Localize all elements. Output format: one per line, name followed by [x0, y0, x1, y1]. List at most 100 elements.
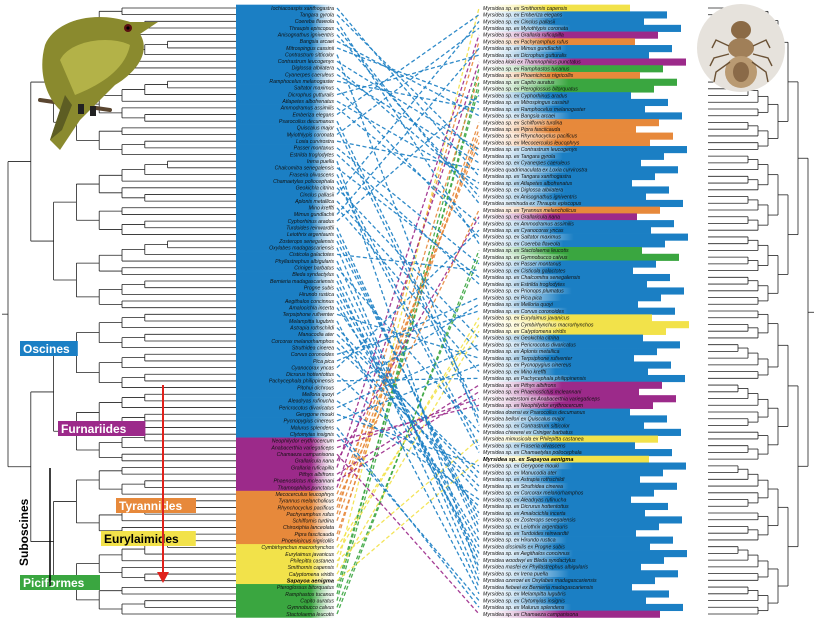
- bird-band: [236, 44, 336, 52]
- bird-band: [236, 370, 336, 378]
- bird-band: [236, 244, 336, 252]
- louse-band: [480, 442, 635, 450]
- host-parasite-link: [336, 135, 480, 508]
- host-parasite-link: [336, 438, 480, 562]
- bird-band: [236, 504, 336, 512]
- louse-band: [480, 570, 678, 578]
- bird-taxon-label: Clytomyias insignis: [290, 432, 335, 438]
- host-parasite-link: [336, 280, 480, 588]
- louse-band: [480, 469, 663, 477]
- louse-taxon-label: Myrsidea sp. ex Grallaricula nana: [483, 215, 560, 221]
- host-parasite-link: [336, 14, 480, 116]
- bird-taxon-label: Rhynchocyclus pacificus: [277, 505, 334, 511]
- louse-band: [480, 307, 675, 315]
- host-parasite-link: [336, 427, 480, 608]
- bird-taxon-label: Pericrocotus divaricatus: [279, 405, 334, 411]
- louse-taxon-label: Myrsidea sp. ex Pachycephala philippinen…: [483, 376, 586, 382]
- louse-band: [480, 489, 654, 497]
- bird-taxon-label: Grallaricula nana: [295, 459, 334, 465]
- louse-band: [480, 172, 655, 181]
- bird-band: [236, 350, 336, 359]
- bird-taxon-label: Mecocerculus leucophrys: [275, 492, 334, 498]
- host-parasite-link: [336, 127, 480, 420]
- louse-taxon-label: Myrsidea sp. ex Corcorax melanorhamphos: [483, 491, 584, 497]
- bird-band: [236, 510, 336, 518]
- louse-band: [480, 71, 640, 80]
- bird-taxon-label: Corcorax melanorhamphos: [271, 339, 334, 345]
- louse-taxon-label: Myrsidea sp. ex Atlapetes albofrenatus: [483, 181, 573, 187]
- louse-taxon-label: Myrsidea sp. ex Irena puella: [483, 571, 548, 577]
- host-parasite-link: [336, 160, 480, 574]
- host-parasite-link: [336, 364, 480, 422]
- bird-taxon-label: Cyphorhinus aradus: [288, 219, 335, 225]
- louse-taxon-label: Myrsidea sp. ex Dicrurus hottentottus: [483, 504, 569, 510]
- louse-band: [480, 462, 686, 470]
- louse-taxon-label: Myrsidea sp. ex Struthidea cinerea: [483, 484, 563, 490]
- bird-taxon-label: Thamnophilus punctatus: [277, 485, 334, 491]
- host-parasite-link: [336, 260, 480, 568]
- bird-taxon-label: Neophilydor erythrocercum: [272, 439, 335, 445]
- bird-taxon-label: Coereba flaveola: [295, 19, 334, 25]
- louse-band: [480, 38, 635, 46]
- louse-taxon-label: Myrsidea sp. ex Coereba flaveola: [483, 241, 560, 247]
- louse-band: [480, 18, 644, 26]
- bird-band: [236, 517, 336, 525]
- group-tag-label: Tyrannides: [119, 499, 182, 513]
- louse-band: [480, 65, 663, 73]
- host-parasite-link: [336, 229, 480, 369]
- louse-band: [480, 294, 661, 302]
- louse-taxon-label: Myrsidea sp. ex Terpsiphone rufiventer: [483, 356, 572, 362]
- bird-taxon-label: Phyllastrephus albigularis: [275, 259, 334, 265]
- louse-taxon-label: Myrsidea fiebeei ex Bernieria madagascar…: [483, 585, 594, 591]
- host-parasite-link: [336, 453, 480, 615]
- host-parasite-link: [336, 340, 480, 494]
- louse-band: [480, 199, 683, 208]
- host-parasite-link: [336, 14, 480, 157]
- bird-taxon-label: Smithornis capensis: [288, 565, 335, 571]
- host-parasite-link: [336, 154, 480, 285]
- louse-taxon-label: Myrsidea sp. ex Cymbirhynchus macrorhync…: [483, 322, 594, 328]
- louse-band: [480, 280, 647, 288]
- bird-taxon-label: Pachyramphus rufus: [286, 512, 334, 518]
- host-parasite-link: [336, 142, 480, 495]
- bird-taxon-label: Aegithalos concinnus: [284, 299, 334, 305]
- group-tag-label: Furnariides: [61, 422, 127, 436]
- bird-band: [236, 171, 336, 179]
- louse-band: [480, 287, 684, 295]
- louse-taxon-label: Myrsidea sp. ex Fraseria olivascens: [483, 443, 566, 449]
- louse-taxon-label: Myrsidea sp. ex Clytomyias insignis: [483, 598, 565, 604]
- host-parasite-link: [336, 27, 480, 204]
- louse-band: [480, 58, 686, 66]
- louse-taxon-label: Myrsidea sp. ex Grallaria ruficapilla: [483, 33, 564, 39]
- louse-band: [480, 260, 656, 268]
- bird-taxon-label: Mitrospingus cassinii: [286, 46, 335, 52]
- louse-taxon-label: Myrsidea sp. ex Calyptomena viridis: [483, 329, 566, 335]
- louse-taxon-label: Myrsidea bellori ex Quiscalus major: [483, 417, 565, 423]
- louse-taxon-label: Myrsidea chiwerei ex Criniger barbatus: [483, 430, 573, 436]
- bird-taxon-label: Chalcomitra senegalensis: [275, 166, 335, 172]
- bird-band: [236, 217, 336, 225]
- host-parasite-link: [336, 180, 480, 453]
- bird-band: [236, 231, 336, 239]
- bird-band: [236, 257, 336, 265]
- bird-band: [236, 490, 336, 498]
- louse-taxon-label: Myrsidea sp. ex Neophilydor erythrocercu…: [483, 403, 584, 409]
- bird-taxon-label: Bleda syndactylus: [292, 272, 334, 278]
- louse-band: [480, 206, 660, 214]
- bird-band: [236, 484, 336, 492]
- bird-band: [236, 544, 336, 552]
- host-parasite-link: [336, 40, 480, 117]
- group-tag-label: Oscines: [23, 342, 70, 356]
- bird-band: [236, 570, 336, 578]
- louse-taxon-label: Myrsidea sp. ex Melampitta lugubris: [483, 592, 566, 598]
- bird-band: [236, 17, 336, 26]
- bird-band: [236, 610, 336, 618]
- bird-band: [236, 584, 336, 592]
- host-parasite-link: [336, 256, 480, 608]
- bird-band: [236, 64, 336, 72]
- bird-band: [236, 24, 336, 32]
- bird-band: [236, 497, 336, 505]
- bird-band: [236, 330, 336, 339]
- bird-taxon-label: Ramphastos tucanus: [285, 592, 334, 598]
